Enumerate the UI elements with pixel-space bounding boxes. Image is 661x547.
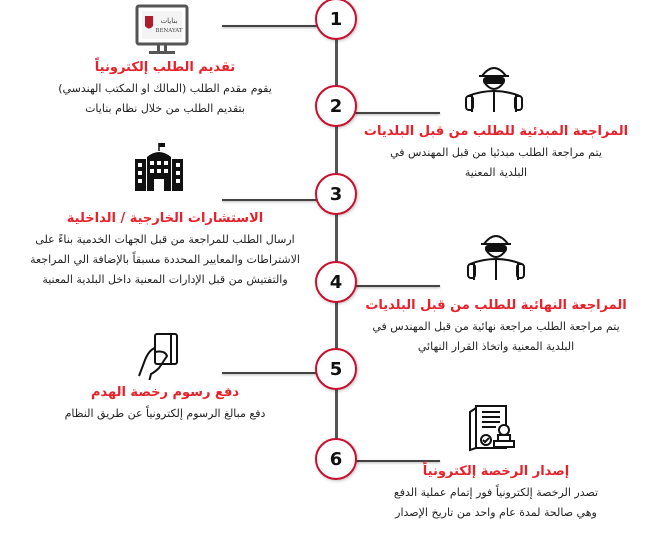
step-3-text: الاستشارات الخارجية / الداخلية ارسال الط… (0, 211, 330, 290)
step-title: المراجعة المبدئية للطلب من قبل البلديات (363, 124, 629, 139)
step-1-text: تقديم الطلب إلكترونياً يقوم مقدم الطلب (… (0, 60, 330, 119)
step-number-4: 4 (315, 261, 357, 303)
step-desc-line: يقوم مقدم الطلب (المالك او المكتب الهندس… (58, 82, 272, 95)
step-6-text: إصدار الرخصة إلكترونياً تصدر الرخصة إلكت… (331, 464, 661, 523)
step-5-text: دفع رسوم رخصة الهدم دفع مبالغ الرسوم إلك… (0, 385, 330, 424)
step-title: الاستشارات الخارجية / الداخلية (66, 211, 264, 226)
step-title: دفع رسوم رخصة الهدم (90, 385, 240, 400)
step-2-text: المراجعة المبدئية للطلب من قبل البلديات … (331, 124, 661, 183)
step-desc-line: بتقديم الطلب من خلال نظام بنايات (85, 102, 245, 115)
step-desc-line: يتم مراجعة الطلب مراجعة نهائية من قبل ال… (372, 320, 620, 333)
document-stamp-icon (469, 405, 515, 452)
connector-3 (222, 199, 317, 201)
step-desc-line: والتفتيش من قبل الإدارات المعنية داخل ال… (42, 273, 288, 286)
connector-5 (222, 372, 317, 374)
step-desc-line: وهي صالحة لمدة عام واحد من تاريخ الإصدار (395, 506, 597, 519)
step-desc-line: ارسال الطلب للمراجعة من قبل الجهات الخدم… (35, 233, 295, 246)
step-desc-line: البلدية المعنية واتخاذ القرار النهائي (417, 340, 575, 353)
step-desc-line: يتم مراجعة الطلب مبدئيا من قبل المهندس ف… (390, 146, 602, 159)
step-title: إصدار الرخصة إلكترونياً (422, 464, 570, 479)
step-desc-line: تصدر الرخصة إلكترونياً فور إتمام عملية ا… (393, 486, 599, 499)
step-4-text: المراجعة النهائية للطلب من قبل البلديات … (331, 298, 661, 357)
connector-6 (355, 460, 440, 462)
timeline-line (335, 18, 338, 460)
connector-1 (222, 25, 317, 27)
hand-card-icon (138, 333, 178, 380)
step-desc-line: الاشتراطات والمعايير المحددة مسبقاً بالإ… (30, 253, 300, 266)
logo-arabic: بنايات (161, 17, 178, 25)
logo-latin: BENAYAT (155, 28, 182, 34)
step-title: تقديم الطلب إلكترونياً (94, 60, 236, 75)
step-number-5: 5 (315, 348, 357, 390)
step-desc-line: البلدية المعنية (464, 166, 528, 179)
connector-4 (355, 285, 440, 287)
step-number-2: 2 (315, 85, 357, 127)
engineer-reading-plan-icon (467, 235, 525, 280)
monitor-benayat-icon: بنايات BENAYAT (135, 4, 189, 54)
step-number-6: 6 (315, 438, 357, 480)
step-number-3: 3 (315, 173, 357, 215)
step-desc-line: دفع مبالغ الرسوم إلكترونياً عن طريق النظ… (64, 407, 266, 420)
step-number-1: 1 (315, 0, 357, 40)
government-building-icon (135, 143, 183, 191)
engineer-reading-plan-icon (465, 67, 523, 112)
step-title: المراجعة النهائية للطلب من قبل البلديات (365, 298, 627, 313)
connector-2 (355, 112, 440, 114)
